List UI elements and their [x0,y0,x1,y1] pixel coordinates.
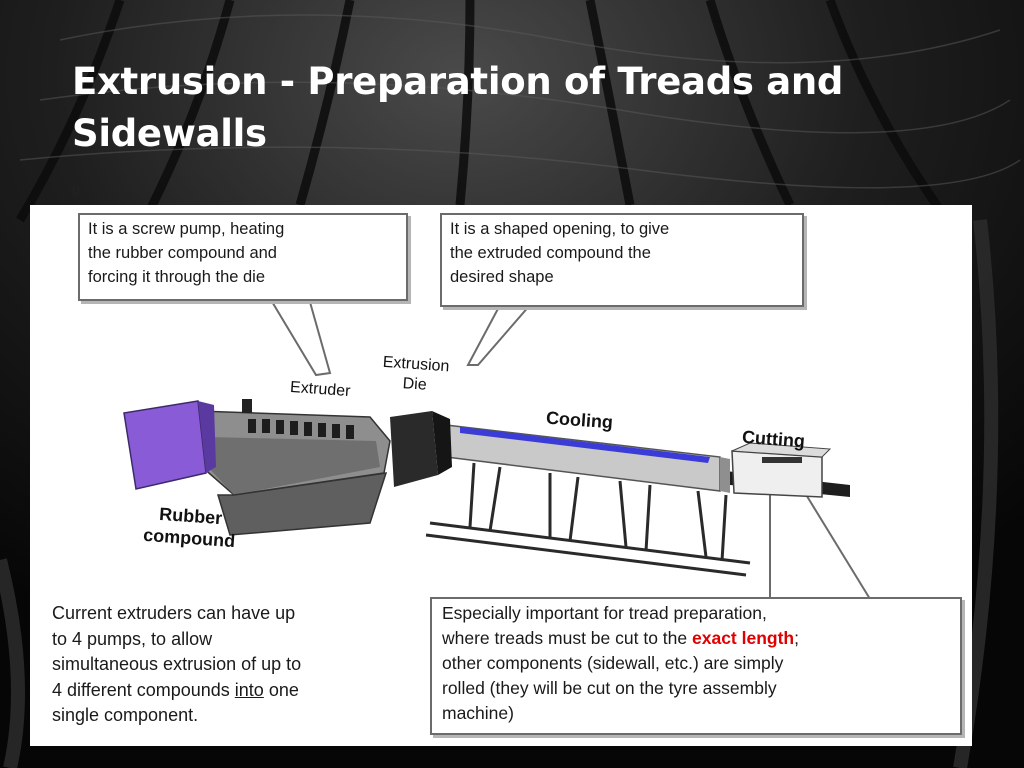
rubber-compound-label: Rubber compound [142,503,236,552]
extruder-callout: It is a screw pump, heating the rubber c… [78,213,408,301]
extrusion-die [390,411,438,487]
extruder-base [216,472,388,536]
cutting-label: Cutting [741,426,806,452]
tread-callout: Especially important for tread preparati… [430,597,962,735]
die-callout: It is a shaped opening, to give the extr… [440,213,804,307]
rubber-compound-hopper [123,400,207,490]
tread-callout-highlight: exact length [692,628,795,648]
tread-callout-start: Especially important for tread preparati… [442,603,767,648]
slide-subtitle: 0 [72,182,80,198]
note-text-start: Current extruders can have up to 4 pumps… [52,603,302,700]
extruder-callout-pointer [266,294,332,377]
cooling-rack [425,462,751,577]
extrusion-die-label: Extrusion Die [382,353,450,394]
slide-title: Extrusion - Preparation of Treads and Si… [72,60,844,155]
cooling-stripe [460,427,710,463]
tread-callout-end: ; other components (sidewall, etc.) are … [442,628,799,723]
note-underlined-word: into [234,679,264,700]
note-text-end: one single component. [52,679,299,726]
die-callout-pointer [466,304,533,366]
extruder-pumps-note: Current extruders can have up to 4 pumps… [52,601,412,729]
extrusion-diagram: It is a screw pump, heating the rubber c… [30,205,972,746]
extruder-vents [248,419,354,439]
extrusion-line-illustration [123,294,871,600]
